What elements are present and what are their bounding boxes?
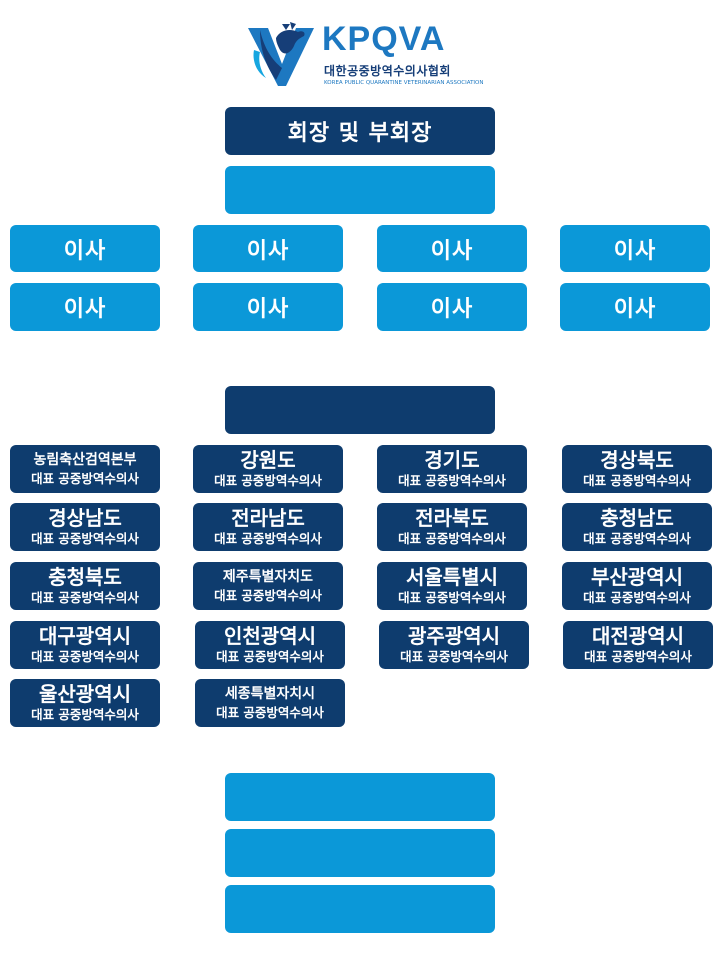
logo-subtitle-korean: 대한공중방역수의사협회 <box>324 64 451 78</box>
region-name: 대전광역시 <box>592 624 684 648</box>
president-label: 회장 및 부회장 <box>287 121 433 146</box>
bottom-box <box>225 829 495 877</box>
director-box: 이사 <box>10 283 160 331</box>
region-box: 경상북도 대표 공중방역수의사 <box>562 445 712 493</box>
region-name: 전라남도 <box>231 506 305 530</box>
region-name: 서울특별시 <box>406 565 498 589</box>
region-desc: 대표 공중방역수의사 <box>214 473 322 488</box>
region-name: 울산광역시 <box>39 682 131 706</box>
region-box: 광주광역시 대표 공중방역수의사 <box>379 621 529 669</box>
region-box: 경상남도 대표 공중방역수의사 <box>10 503 160 551</box>
region-box: 충청남도 대표 공중방역수의사 <box>562 503 712 551</box>
director-label: 이사 <box>63 297 107 322</box>
director-label: 이사 <box>63 238 107 264</box>
region-name: 경상북도 <box>600 448 674 472</box>
region-box: 강원도 대표 공중방역수의사 <box>193 445 343 493</box>
director-label: 이사 <box>613 297 657 322</box>
bottom-box <box>225 773 495 821</box>
director-box: 이사 <box>10 225 160 272</box>
region-desc: 대표 공중방역수의사 <box>31 531 139 546</box>
region-box: 세종특별자치시 대표 공중방역수의사 <box>195 679 345 727</box>
region-desc: 대표 공중방역수의사 <box>400 649 508 664</box>
region-desc: 대표 공중방역수의사 <box>31 471 139 486</box>
director-box: 이사 <box>193 283 343 331</box>
region-box: 대구광역시 대표 공중방역수의사 <box>10 621 160 669</box>
kpqva-logo: KPQVA 대한공중방역수의사협회 KOREA PUBLIC QUARANTIN… <box>246 18 486 94</box>
director-label: 이사 <box>613 238 657 264</box>
region-box: 인천광역시 대표 공중방역수의사 <box>195 621 345 669</box>
region-name: 제주특별자치도 <box>222 569 314 585</box>
region-desc: 대표 공중방역수의사 <box>398 473 506 488</box>
region-desc: 대표 공중방역수의사 <box>214 531 322 546</box>
director-box: 이사 <box>193 225 343 272</box>
director-box: 이사 <box>560 283 710 331</box>
region-name: 대구광역시 <box>39 624 131 648</box>
region-box: 대전광역시 대표 공중방역수의사 <box>563 621 713 669</box>
region-desc: 대표 공중방역수의사 <box>398 590 506 605</box>
region-name: 전라북도 <box>415 506 489 530</box>
second-leadership-box <box>225 166 495 214</box>
president-box: 회장 및 부회장 <box>225 107 495 155</box>
region-box: 제주특별자치도 대표 공중방역수의사 <box>193 562 343 610</box>
region-desc: 대표 공중방역수의사 <box>31 590 139 605</box>
region-desc: 대표 공중방역수의사 <box>216 705 324 720</box>
region-box: 전라남도 대표 공중방역수의사 <box>193 503 343 551</box>
ox-v-shield-icon <box>248 22 314 86</box>
region-desc: 대표 공중방역수의사 <box>398 531 506 546</box>
region-name: 충청북도 <box>48 565 122 589</box>
region-name: 부산광역시 <box>591 565 683 589</box>
director-label: 이사 <box>246 238 290 264</box>
region-desc: 대표 공중방역수의사 <box>31 707 139 722</box>
region-box: 농림축산검역본부 대표 공중방역수의사 <box>10 445 160 493</box>
region-box: 충청북도 대표 공중방역수의사 <box>10 562 160 610</box>
region-box: 서울특별시 대표 공중방역수의사 <box>377 562 527 610</box>
region-name: 인천광역시 <box>224 624 316 648</box>
region-desc: 대표 공중방역수의사 <box>216 649 324 664</box>
region-name: 농림축산검역본부 <box>33 452 137 468</box>
region-box: 경기도 대표 공중방역수의사 <box>377 445 527 493</box>
region-box: 부산광역시 대표 공중방역수의사 <box>562 562 712 610</box>
region-name: 세종특별자치시 <box>224 686 316 702</box>
director-box: 이사 <box>377 283 527 331</box>
logo-subtitle-english: KOREA PUBLIC QUARANTINE VETERINARIAN ASS… <box>324 80 484 86</box>
region-name: 경기도 <box>424 448 480 472</box>
region-name: 강원도 <box>240 448 296 472</box>
region-desc: 대표 공중방역수의사 <box>584 649 692 664</box>
region-name: 충청남도 <box>600 506 674 530</box>
director-box: 이사 <box>560 225 710 272</box>
logo-title: KPQVA <box>322 20 446 58</box>
region-desc: 대표 공중방역수의사 <box>583 590 691 605</box>
region-box: 울산광역시 대표 공중방역수의사 <box>10 679 160 727</box>
region-desc: 대표 공중방역수의사 <box>214 588 322 603</box>
region-desc: 대표 공중방역수의사 <box>583 531 691 546</box>
region-box: 전라북도 대표 공중방역수의사 <box>377 503 527 551</box>
region-desc: 대표 공중방역수의사 <box>31 649 139 664</box>
director-box: 이사 <box>377 225 527 272</box>
director-label: 이사 <box>430 238 474 264</box>
bottom-box <box>225 885 495 933</box>
regions-header-box <box>225 386 495 434</box>
region-name: 경상남도 <box>48 506 122 530</box>
region-desc: 대표 공중방역수의사 <box>583 473 691 488</box>
director-label: 이사 <box>430 297 474 322</box>
director-label: 이사 <box>246 297 290 322</box>
region-name: 광주광역시 <box>408 624 500 648</box>
